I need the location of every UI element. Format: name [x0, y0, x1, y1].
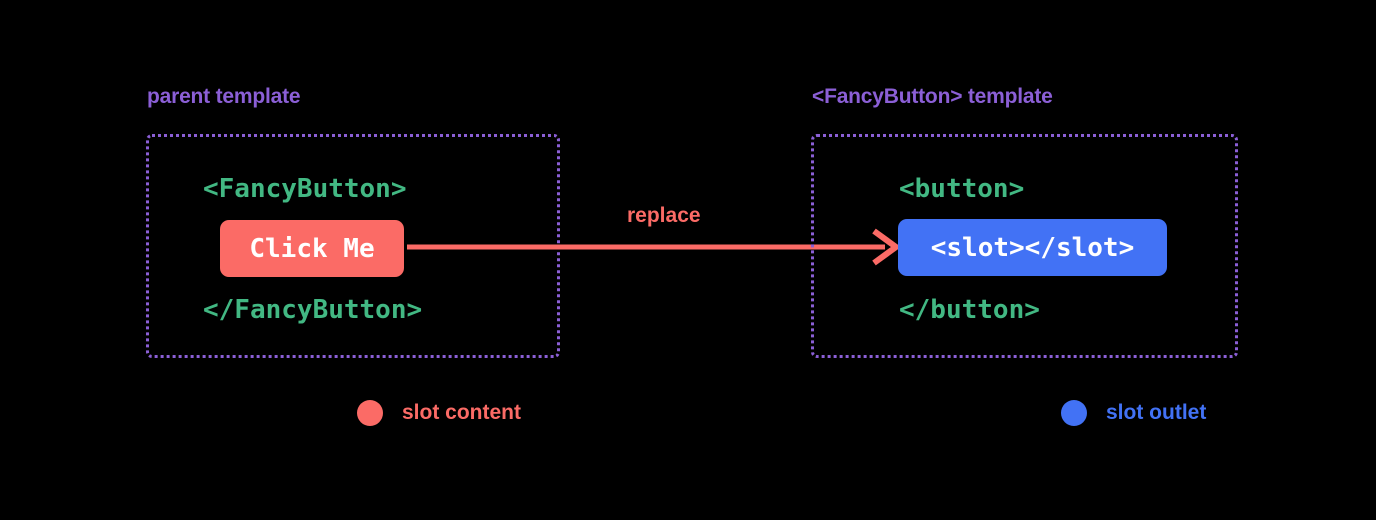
replace-arrow [405, 225, 905, 271]
legend-dot-icon-slot-outlet [1061, 400, 1087, 426]
slot-outlet-chip: <slot></slot> [898, 219, 1167, 276]
replace-arrow-icon [407, 228, 902, 266]
fancybutton-template-box [811, 134, 1238, 358]
legend-item-slot-content: slot content [357, 400, 521, 426]
code-close-fancybutton: </FancyButton> [203, 295, 423, 325]
parent-template-title: parent template [147, 85, 301, 108]
legend-dot-icon-slot-content [357, 400, 383, 426]
legend-label-slot-content: slot content [402, 401, 521, 424]
code-open-button: <button> [899, 174, 1025, 204]
arrow-label-replace: replace [627, 204, 701, 227]
legend-item-slot-outlet: slot outlet [1061, 400, 1206, 426]
legend-label-slot-outlet: slot outlet [1106, 401, 1207, 424]
fancybutton-template-title: <FancyButton> template [812, 85, 1053, 108]
code-close-button: </button> [899, 295, 1040, 325]
code-open-fancybutton: <FancyButton> [203, 174, 407, 204]
slot-content-chip: Click Me [220, 220, 404, 277]
